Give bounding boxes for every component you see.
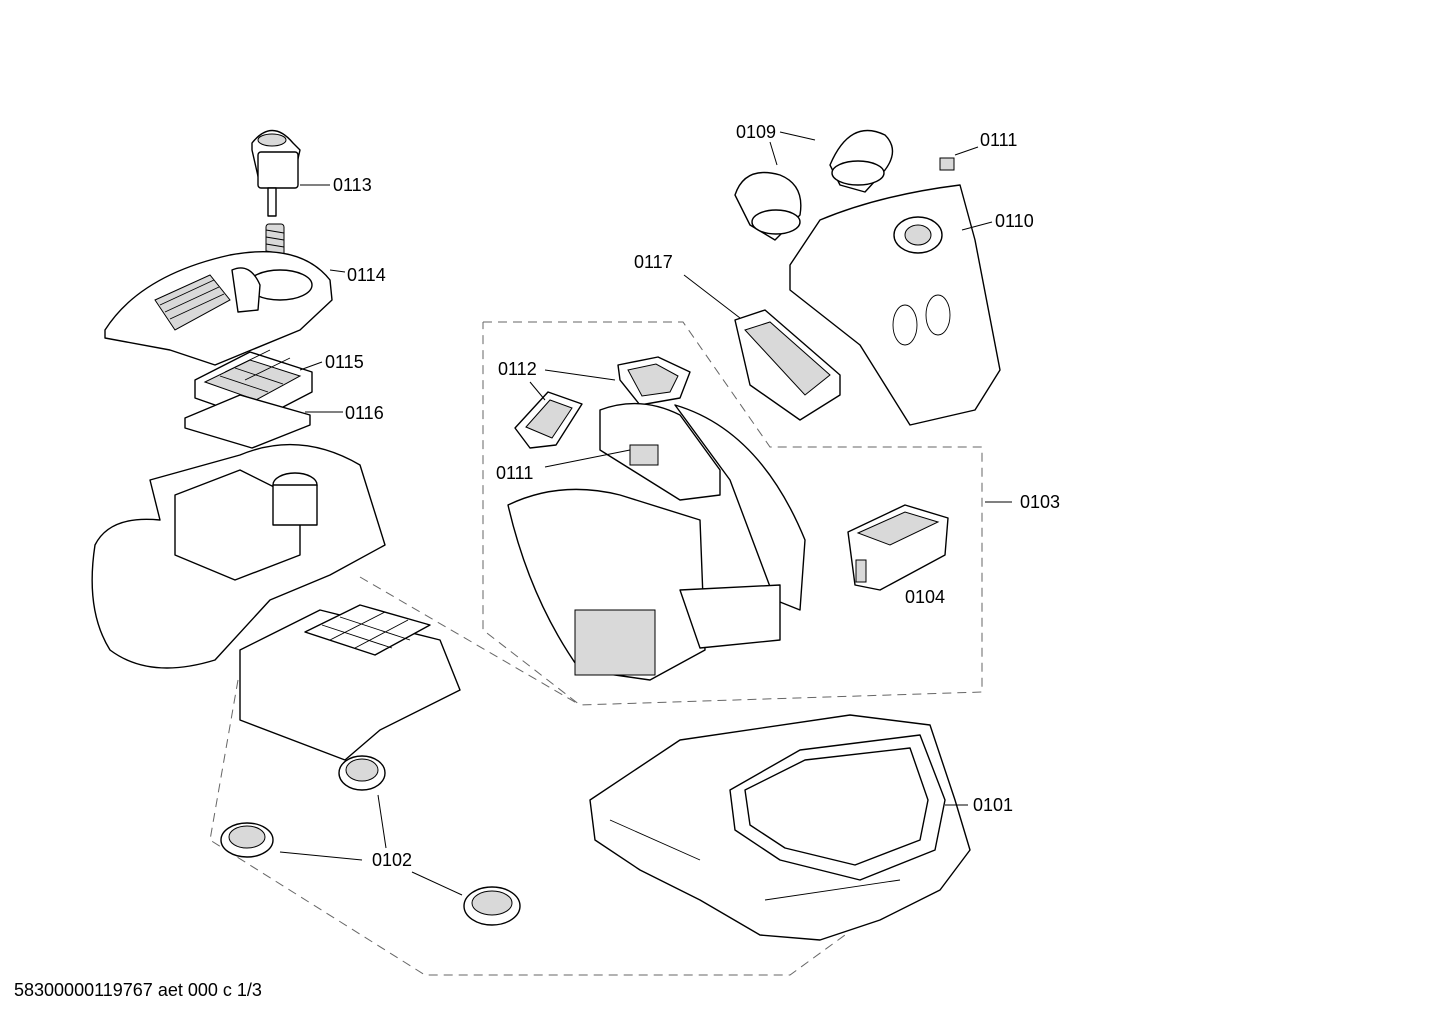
part-0101-base: [589, 714, 971, 941]
label-0114: 0114: [347, 265, 386, 285]
label-0111-top: 0111: [980, 130, 1017, 150]
leader-0109-a: [779, 131, 816, 141]
part-0110-handle-housing: [789, 184, 1001, 426]
label-0117: 0117: [634, 252, 673, 272]
part-0114-cover: [104, 251, 333, 366]
part-upper-housing: [91, 443, 386, 669]
document-code: 58300000119767 aet 000 c 1/3: [14, 980, 262, 1000]
part-0104-cassette: [847, 504, 949, 591]
part-0113-spring: [265, 223, 285, 257]
leader-0117: [683, 274, 741, 319]
group-0103-outline: [482, 321, 983, 706]
part-0103-lid-assembly: [507, 402, 806, 681]
label-0101: 0101: [973, 795, 1013, 815]
group-link-line: [359, 576, 581, 706]
label-0103: 0103: [1020, 492, 1060, 512]
label-0115: 0115: [325, 352, 364, 372]
label-0109: 0109: [736, 122, 776, 142]
part-0102-foot-3: [463, 886, 521, 926]
leader-0111-top: [954, 146, 979, 156]
part-0111-clip-top: [939, 157, 955, 171]
part-0116-filter-mat: [184, 394, 311, 449]
part-0112-grille-1: [617, 356, 691, 406]
leader-0110: [961, 221, 993, 231]
part-lower-frame: [239, 604, 461, 761]
label-0104: 0104: [905, 587, 945, 607]
label-0110: 0110: [995, 211, 1034, 231]
label-0111-mid: 0111: [496, 463, 533, 483]
part-0109-cap-2: [734, 171, 802, 241]
label-0116: 0116: [345, 403, 384, 423]
part-0102-foot-2: [220, 822, 274, 858]
part-0113-knob: [251, 129, 301, 217]
leader-0109-b: [769, 141, 778, 166]
leader-0102-c: [411, 871, 463, 896]
leader-0102-b: [279, 851, 363, 861]
leader-0111-mid: [544, 449, 631, 468]
part-0109-cap-1: [829, 129, 894, 193]
leader-0114: [329, 269, 346, 273]
label-0113: 0113: [333, 175, 372, 195]
part-0102-foot-1: [338, 755, 386, 791]
leader-0112-b: [529, 381, 546, 401]
leader-0112-a: [544, 369, 616, 381]
leader-0115: [299, 361, 323, 371]
label-0112: 0112: [498, 359, 537, 379]
label-0102: 0102: [372, 850, 412, 870]
group-0102-outline: [209, 679, 846, 976]
leader-0102-a: [377, 794, 387, 849]
part-0112-grille-2: [514, 391, 583, 449]
part-0117-button: [734, 309, 841, 421]
